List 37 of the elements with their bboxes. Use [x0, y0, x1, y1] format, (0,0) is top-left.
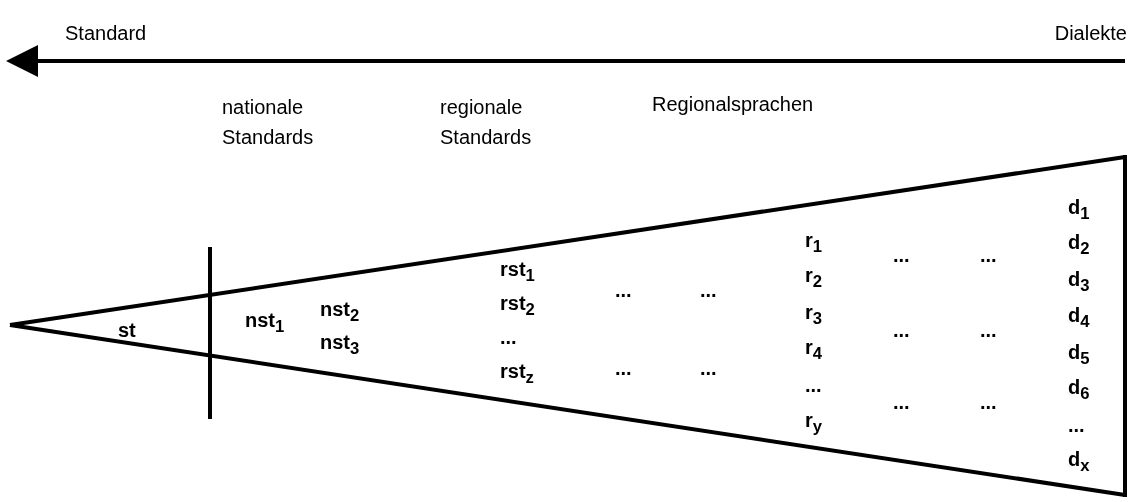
variety-symbol: nst$_{1}$: [245, 309, 285, 337]
ellipsis: ...: [700, 357, 717, 379]
axis-end-label: Dialekte: [1054, 22, 1127, 44]
ellipsis: ...: [980, 244, 997, 266]
ellipsis: ...: [893, 391, 910, 413]
variety-symbol: st: [118, 319, 136, 341]
variety-symbol: d$_{2}$: [1068, 231, 1090, 259]
column-heading: regionale Standards: [440, 95, 533, 150]
ellipsis: ...: [500, 326, 517, 348]
variety-symbol: nst$_{2}$: [320, 298, 360, 326]
variety-symbol: rst$_{2}$: [500, 292, 535, 320]
ellipsis: ...: [893, 244, 910, 266]
ellipsis: ...: [805, 374, 822, 396]
variety-symbol: d$_{3}$: [1068, 268, 1090, 296]
variety-symbol: r$_{y}$: [805, 409, 823, 437]
variety-symbol: rst$_{1}$: [500, 258, 535, 286]
variety-symbol: rst$_{z}$: [500, 360, 534, 388]
variety-symbol: d$_{6}$: [1068, 376, 1090, 404]
variety-symbol: r$_{2}$: [805, 264, 823, 292]
ellipsis: ...: [615, 279, 632, 301]
ellipsis: ...: [980, 391, 997, 413]
ellipsis: ...: [1068, 414, 1085, 436]
column-heading: nationale Standards: [222, 95, 315, 150]
variety-symbol: r$_{4}$: [805, 336, 823, 364]
variety-symbol: d$_{x}$: [1068, 448, 1090, 476]
variety-symbol: nst$_{3}$: [320, 331, 360, 359]
column-heading: Regionalsprachen: [652, 93, 814, 115]
variety-symbol: d$_{5}$: [1068, 341, 1090, 369]
ellipsis: ...: [980, 319, 997, 341]
variety-symbol: r$_{3}$: [805, 301, 823, 329]
ellipsis: ...: [700, 279, 717, 301]
axis-end-label: Standard: [65, 22, 147, 44]
variety-symbol: r$_{1}$: [805, 229, 823, 257]
variety-symbol: d$_{1}$: [1068, 196, 1090, 224]
ellipsis: ...: [615, 357, 632, 379]
variety-symbol: d$_{4}$: [1068, 304, 1090, 332]
ellipsis: ...: [893, 319, 910, 341]
